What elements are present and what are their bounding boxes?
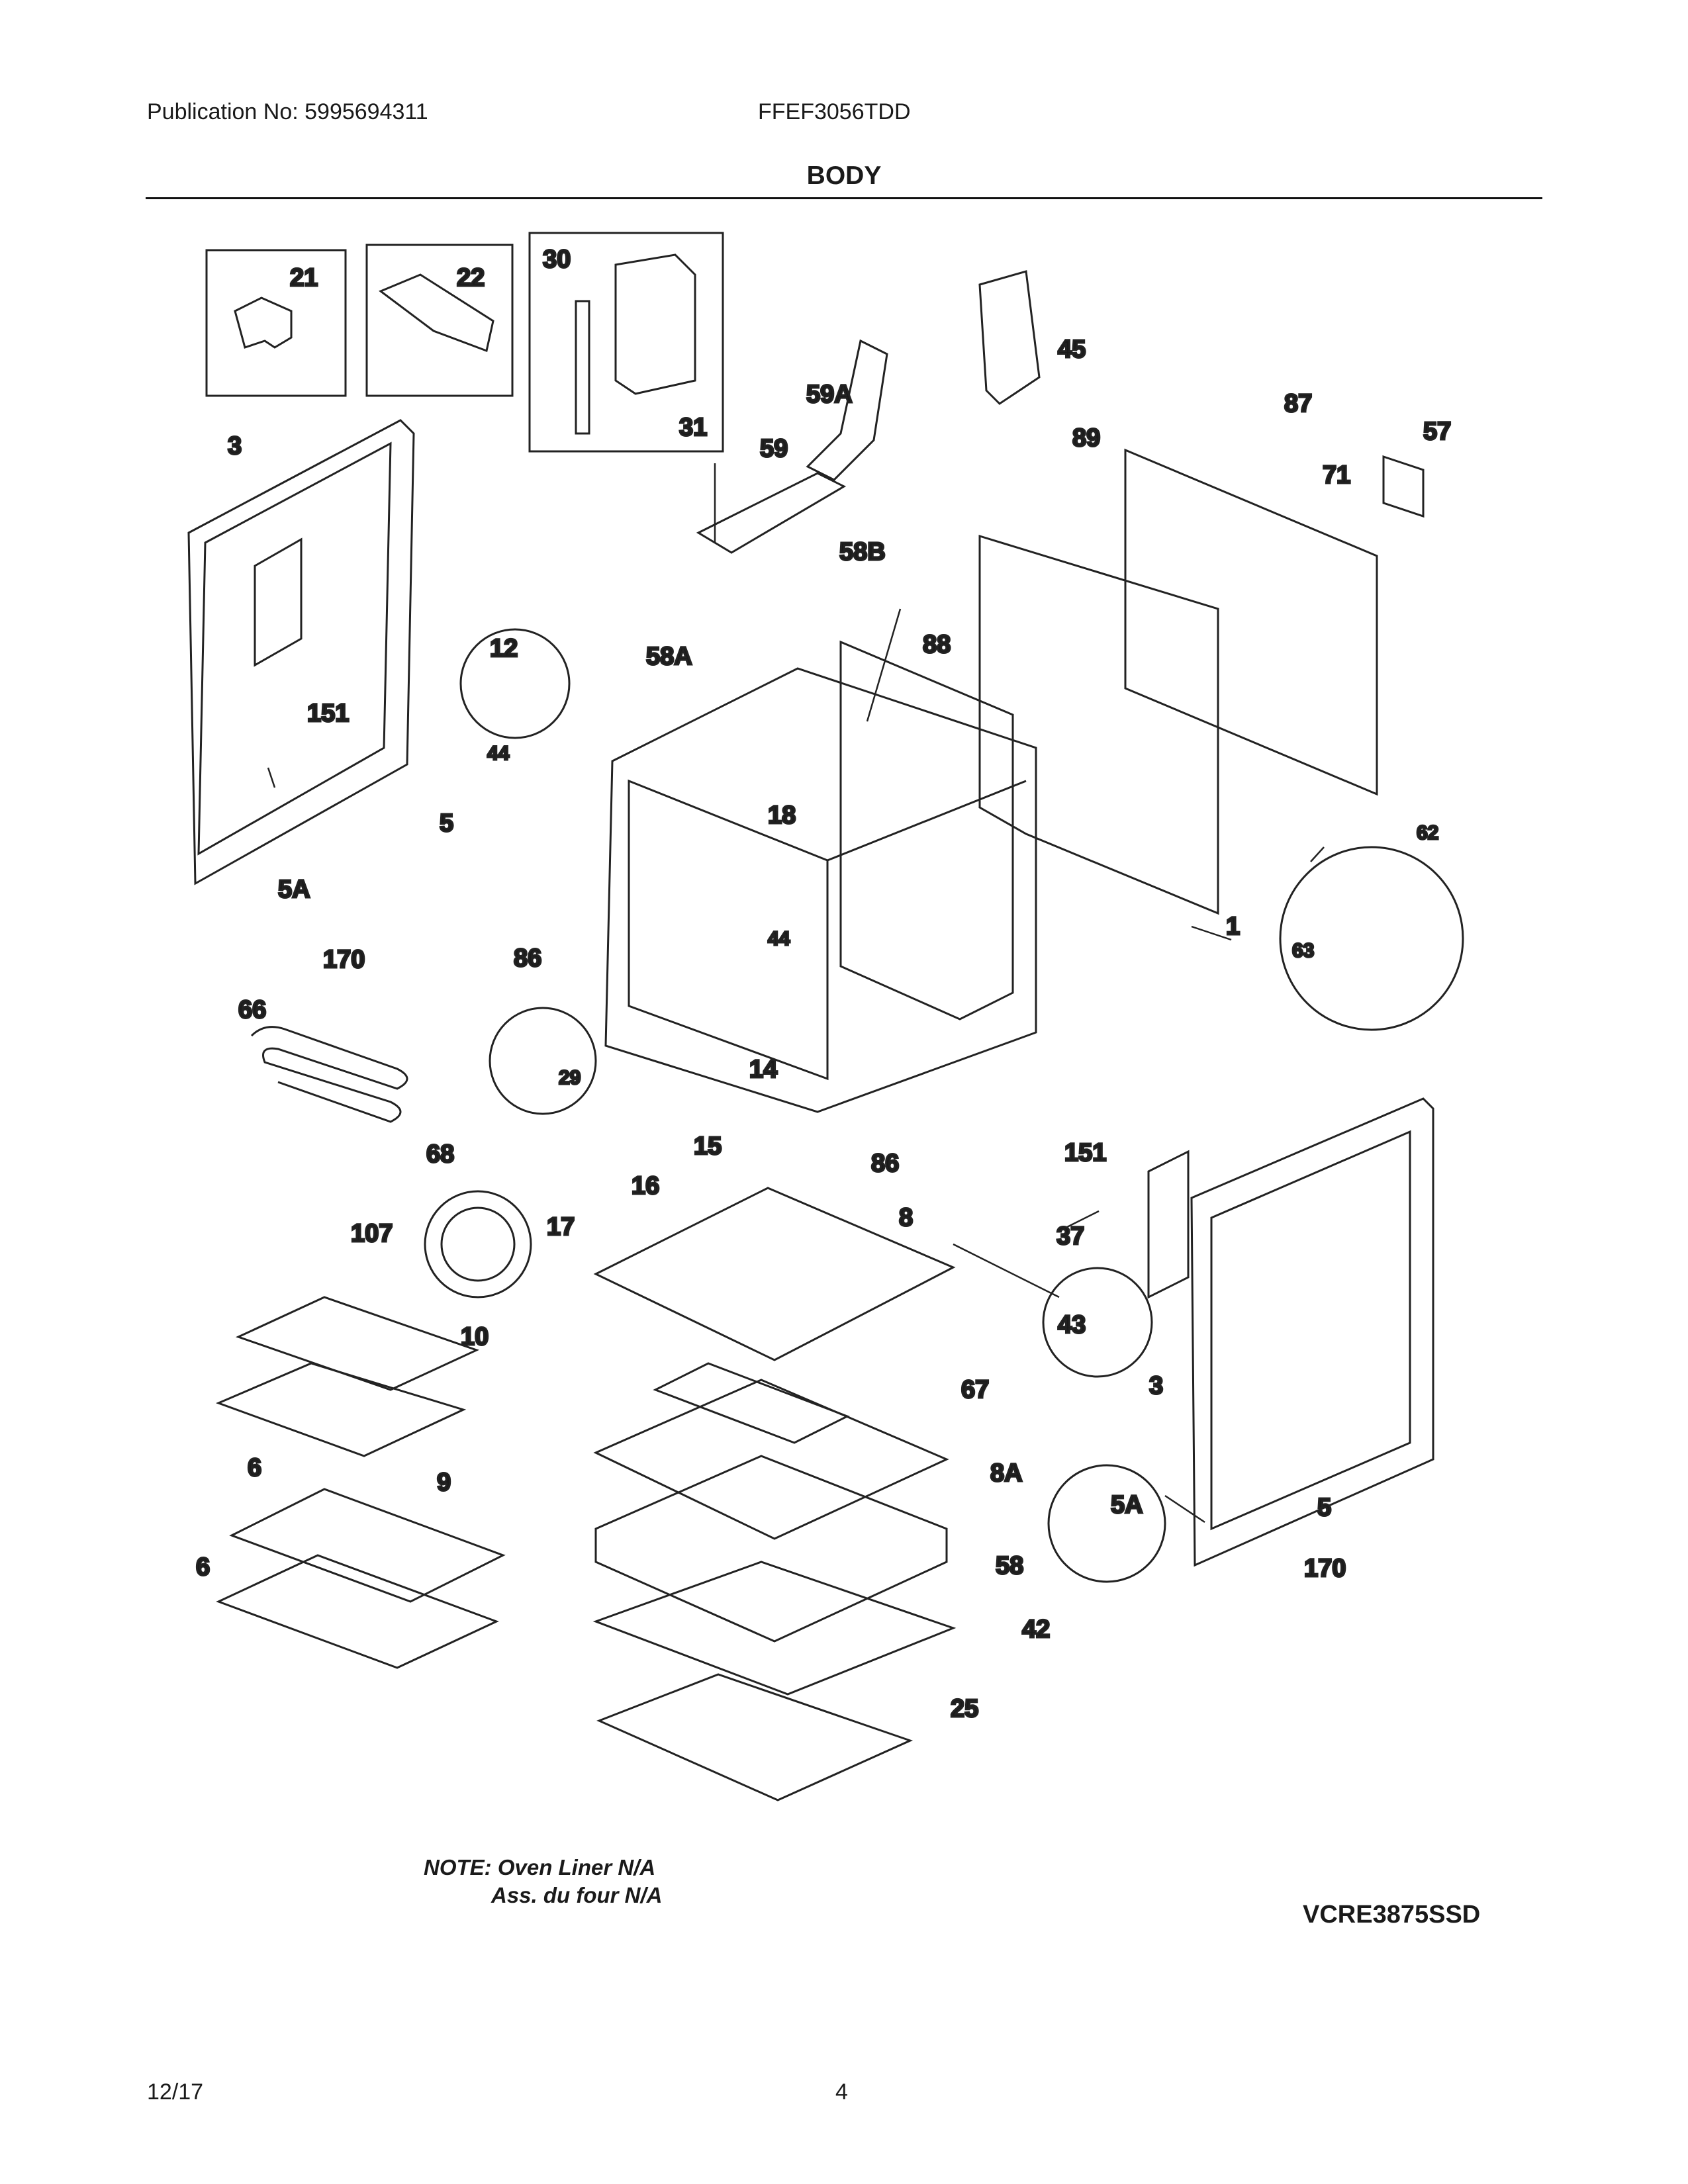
part-label: 25: [951, 1695, 978, 1723]
rear-panel: [978, 534, 1219, 915]
page-number: 4: [835, 2079, 848, 2105]
part-label: 62: [1417, 822, 1438, 844]
oven-rack-lower: [216, 1554, 499, 1669]
part-label: 29: [559, 1067, 581, 1089]
inset-circle-12: [459, 628, 571, 739]
part-label: 5: [1317, 1494, 1331, 1522]
part-label: 170: [323, 946, 365, 974]
publication-number: Publication No: 5995694311: [147, 99, 428, 124]
inset-circle-5a: [1047, 1464, 1166, 1583]
oven-rack-upper: [229, 1488, 506, 1603]
inset-circle-62: [1279, 846, 1464, 1031]
part-label: 107: [351, 1220, 393, 1248]
part-label: 42: [1022, 1615, 1050, 1643]
part-label: 71: [1323, 461, 1350, 489]
part-label: 12: [490, 635, 518, 662]
part-label: 9: [437, 1469, 451, 1496]
part-label: 3: [1149, 1372, 1163, 1400]
note-line-2: Ass. du four N/A: [491, 1883, 663, 1907]
header-divider: [146, 197, 1542, 199]
oven-cavity: [604, 667, 1037, 1113]
part-label: 21: [290, 264, 318, 292]
part-label: 8: [899, 1204, 913, 1232]
part-label: 66: [238, 996, 266, 1024]
part-label: 31: [679, 414, 707, 441]
part-label: 16: [632, 1172, 659, 1200]
part-label: 5: [440, 809, 453, 837]
part-label: 89: [1072, 424, 1100, 452]
part-label: 18: [768, 801, 796, 829]
part-label: 15: [694, 1132, 722, 1160]
drawing-code: VCRE3875SSD: [1303, 1901, 1481, 1929]
part-label: 58A: [646, 643, 692, 670]
back-cover: [1124, 448, 1378, 796]
part-label: 68: [426, 1140, 454, 1168]
part-label: 45: [1058, 336, 1086, 363]
part-label: 63: [1292, 940, 1314, 962]
part-label: 43: [1058, 1311, 1086, 1339]
part-label: 87: [1284, 390, 1312, 418]
part-label: 44: [487, 743, 510, 764]
part-label: 86: [514, 944, 541, 972]
part-label: 8A: [990, 1459, 1023, 1487]
part-label: 3: [228, 432, 242, 460]
oven-bottom-8: [593, 1187, 956, 1361]
part-label: 58: [996, 1552, 1023, 1580]
side-panel-right: [1190, 1097, 1434, 1567]
note-line-1: NOTE: Oven Liner N/A: [424, 1855, 656, 1880]
part-label: 5A: [1111, 1491, 1143, 1519]
part-label: 37: [1056, 1222, 1084, 1250]
page-title: BODY: [806, 161, 882, 190]
part-label: 6: [248, 1454, 261, 1482]
part-label: 151: [1064, 1139, 1106, 1167]
part-label: 67: [961, 1376, 989, 1404]
inset-box-21: [205, 249, 347, 397]
part-label: 6: [196, 1553, 210, 1581]
part-label: 1: [1226, 913, 1240, 940]
part-label: 58B: [839, 538, 886, 566]
part-label: 17: [547, 1213, 575, 1241]
fan-cover: [424, 1190, 532, 1298]
inset-box-22: [365, 244, 514, 397]
part-label: 22: [457, 264, 485, 292]
part-label: 86: [871, 1150, 899, 1177]
inset-circle-29: [489, 1007, 597, 1115]
part-label: 10: [461, 1323, 489, 1351]
publication-date: 12/17: [147, 2079, 204, 2105]
part-label: 14: [749, 1056, 777, 1083]
part-label: 59: [760, 435, 788, 463]
inset-circle-43: [1042, 1267, 1153, 1378]
side-panel-left: [187, 419, 415, 886]
part-label: 170: [1304, 1555, 1346, 1582]
part-label: 151: [307, 700, 349, 727]
part-label: 30: [543, 246, 571, 273]
part-label: 88: [923, 631, 951, 659]
part-label: 57: [1423, 418, 1451, 445]
part-label: 5A: [278, 876, 310, 903]
part-label: 44: [768, 928, 790, 950]
part-label: 59A: [806, 381, 853, 408]
model-number: FFEF3056TDD: [758, 99, 911, 124]
inset-box-30: [528, 232, 724, 453]
